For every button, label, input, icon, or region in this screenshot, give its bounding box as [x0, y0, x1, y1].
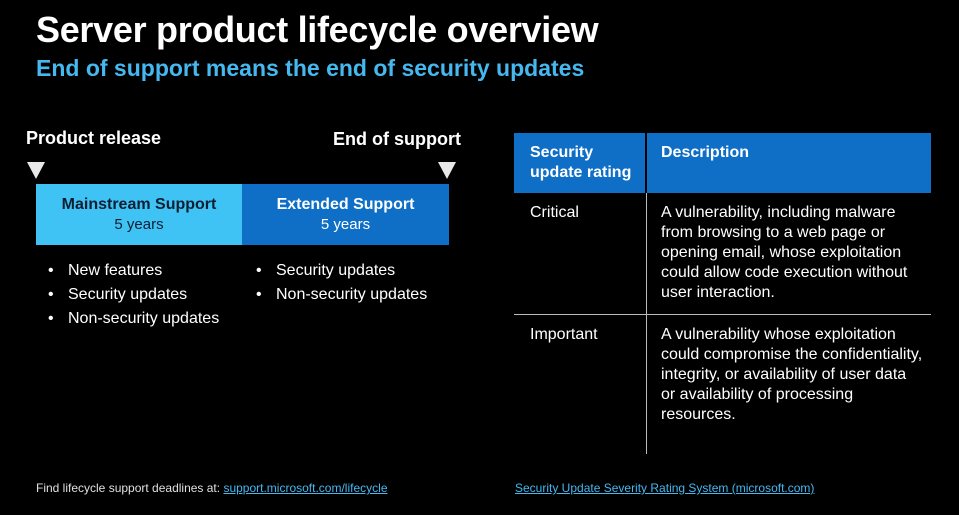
phase-duration: 5 years [114, 215, 164, 233]
extended-features-list: Security updates Non-security updates [254, 259, 427, 307]
slide-subtitle: End of support means the end of security… [36, 55, 585, 81]
severity-rating-link[interactable]: Security Update Severity Rating System (… [515, 481, 815, 495]
slide-title: Server product lifecycle overview [36, 9, 599, 50]
list-item: Non-security updates [46, 307, 219, 331]
extended-support-phase: Extended Support 5 years [242, 184, 449, 245]
header-description: Description [661, 144, 750, 161]
table-row: Important A vulnerability whose exploita… [514, 315, 931, 454]
release-marker-icon [27, 162, 45, 179]
description-cell: A vulnerability, including malware from … [661, 204, 908, 301]
footer-text: Find lifecycle support deadlines at: [36, 481, 224, 495]
lifecycle-link[interactable]: support.microsoft.com/lifecycle [223, 481, 388, 495]
header-rating: Security update rating [514, 133, 647, 193]
security-rating-table: Security update rating Description Criti… [514, 133, 931, 454]
list-item: Security updates [46, 283, 219, 307]
phase-duration: 5 years [320, 215, 371, 233]
phase-title: Mainstream Support [61, 195, 217, 213]
phase-title: Extended Support [276, 195, 415, 213]
rating-cell: Critical [514, 193, 647, 314]
product-release-label: Product release [26, 128, 162, 148]
mainstream-features-list: New features Security updates Non-securi… [46, 259, 219, 331]
end-of-support-label: End of support [333, 129, 461, 149]
description-cell: A vulnerability whose exploitation could… [661, 326, 923, 423]
table-header: Security update rating Description [514, 133, 931, 193]
table-row: Critical A vulnerability, including malw… [514, 193, 931, 315]
list-item: Security updates [254, 259, 427, 283]
list-item: New features [46, 259, 219, 283]
end-of-support-marker-icon [438, 162, 456, 179]
rating-cell: Important [514, 315, 647, 454]
list-item: Non-security updates [254, 283, 427, 307]
footer-lifecycle-note: Find lifecycle support deadlines at: sup… [36, 481, 388, 495]
mainstream-support-phase: Mainstream Support 5 years [36, 184, 242, 245]
